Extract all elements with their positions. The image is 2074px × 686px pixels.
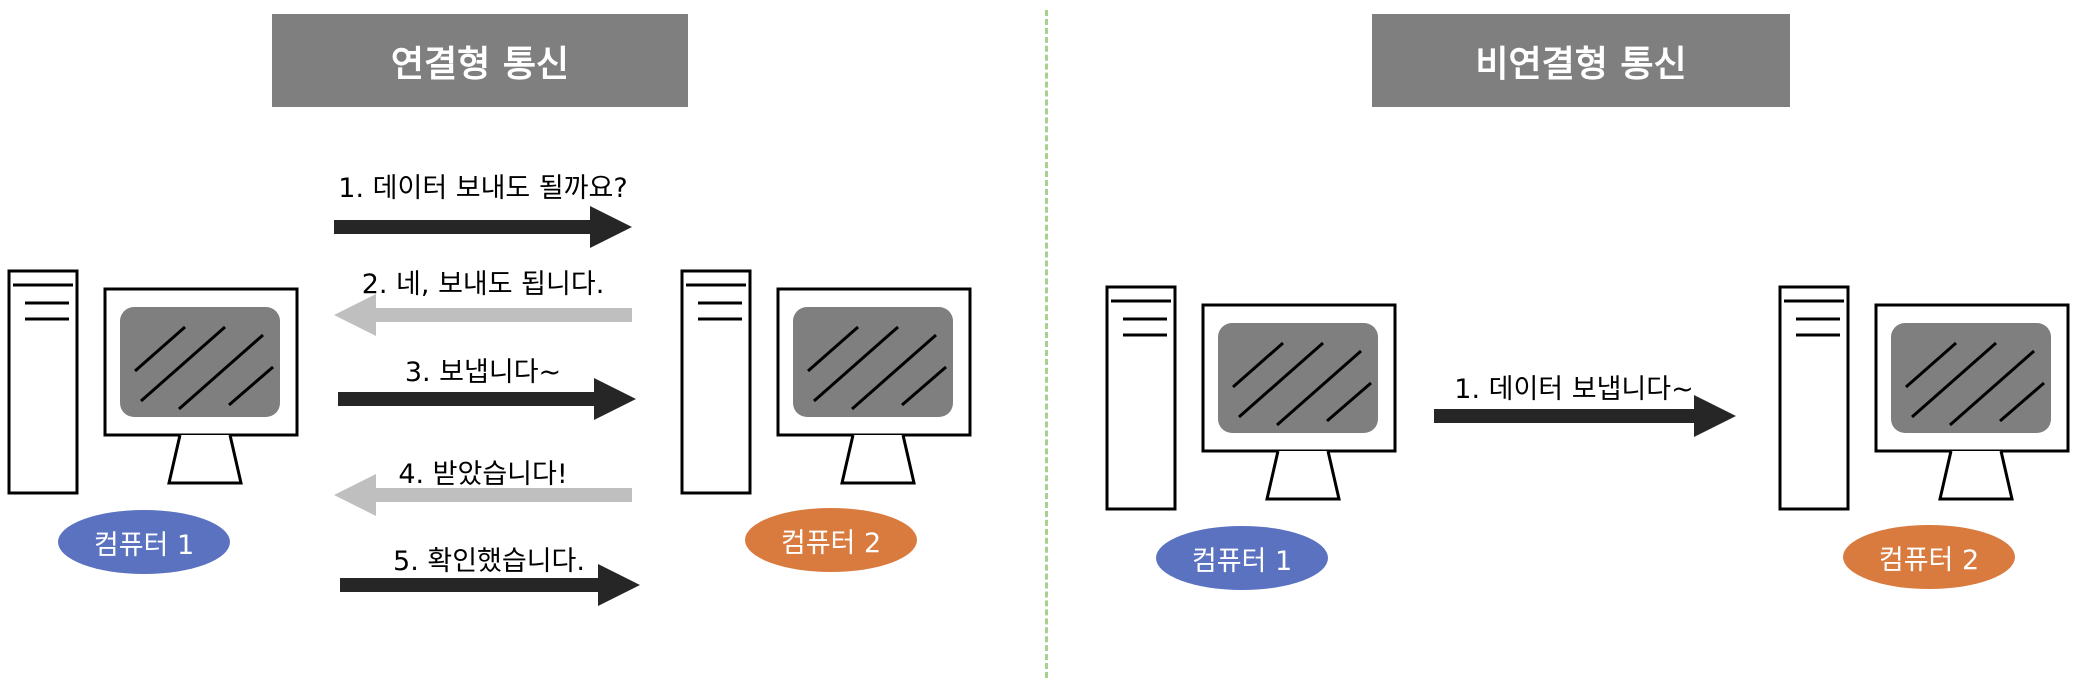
arrow-right-5 <box>340 564 640 606</box>
arrow-left-2 <box>334 294 632 336</box>
computer-2-right <box>1778 285 2070 511</box>
message-2: 2. 네, 보내도 됩니다. <box>361 269 605 300</box>
computer-1-right <box>1105 285 1397 511</box>
message-3: 3. 보냅니다~ <box>404 357 562 388</box>
arrow-right-connectionless <box>1434 395 1736 437</box>
message-4: 4. 받았습니다! <box>398 459 568 490</box>
arrow-right-1 <box>334 206 632 248</box>
computer-1-label-right: 컴퓨터 1 <box>1156 526 1328 590</box>
section-divider <box>1045 10 1048 678</box>
connectionless-title: 비연결형 통신 <box>1372 14 1790 107</box>
message-1: 1. 데이터 보내도 될까요? <box>338 173 628 204</box>
arrow-right-3 <box>338 378 636 420</box>
arrow-left-4 <box>334 474 632 516</box>
connectionless-message-1: 1. 데이터 보냅니다~ <box>1454 374 1694 405</box>
connection-oriented-title: 연결형 통신 <box>272 14 688 107</box>
computer-1-left <box>7 269 299 495</box>
computer-2-label-left: 컴퓨터 2 <box>745 508 917 572</box>
message-5: 5. 확인했습니다. <box>393 546 585 577</box>
computer-2-label-right: 컴퓨터 2 <box>1843 525 2015 589</box>
computer-2-left <box>680 269 972 495</box>
computer-1-label-left: 컴퓨터 1 <box>58 510 230 574</box>
